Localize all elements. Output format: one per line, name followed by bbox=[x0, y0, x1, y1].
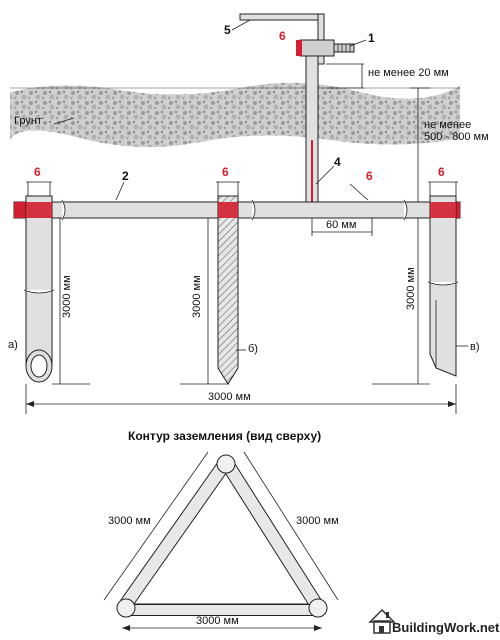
label-part5: 5 bbox=[224, 23, 231, 37]
label-rod-c-length: 3000 мм bbox=[405, 267, 417, 310]
weld-label-rod-c: 6 bbox=[438, 165, 445, 179]
label-part4: 4 bbox=[334, 155, 341, 169]
label-variant-a: а) bbox=[8, 339, 18, 351]
weld-label-bolt: 6 bbox=[279, 29, 286, 43]
house-icon bbox=[368, 608, 396, 634]
dim-tri-right bbox=[243, 451, 339, 601]
label-variant-b: б) bbox=[248, 343, 258, 355]
label-soil: Грунт bbox=[14, 115, 42, 127]
leader-part1 bbox=[349, 39, 367, 47]
weld-label-strip: 6 bbox=[366, 169, 373, 183]
label-variant-c: в) bbox=[470, 341, 480, 353]
label-min20: не менее 20 мм bbox=[368, 67, 449, 79]
rod-b-angle bbox=[217, 195, 239, 385]
label-tri-bottom: 3000 мм bbox=[196, 615, 239, 627]
weld-label-rod-b: 6 bbox=[222, 165, 229, 179]
bolt-assembly bbox=[296, 39, 355, 57]
label-tri-left: 3000 мм bbox=[108, 515, 151, 527]
triangle-contour bbox=[116, 454, 328, 618]
leader-part4 bbox=[315, 165, 335, 185]
leader-part2 bbox=[115, 181, 125, 201]
rod-c-pipe bbox=[427, 195, 459, 377]
dim-tri-left bbox=[103, 451, 209, 601]
soil-band bbox=[10, 82, 460, 148]
label-tri-right: 3000 мм bbox=[296, 515, 339, 527]
weld-label-rod-a: 6 bbox=[34, 165, 41, 179]
label-strip60: 60 мм bbox=[326, 219, 356, 231]
label-min-depth-2: 500 - 800 мм bbox=[424, 131, 489, 143]
label-span: 3000 мм bbox=[208, 391, 251, 403]
label-part2: 2 bbox=[122, 169, 129, 183]
label-rod-a-length: 3000 мм bbox=[61, 275, 73, 318]
label-rod-b-length: 3000 мм bbox=[191, 275, 203, 318]
leader-part5 bbox=[231, 19, 251, 31]
part5-bus bbox=[239, 13, 325, 65]
leader-soil bbox=[53, 117, 75, 125]
top-view-title: Контур заземления (вид сверху) bbox=[128, 429, 321, 443]
weld-leader-strip bbox=[349, 183, 369, 201]
label-part1: 1 bbox=[368, 31, 375, 45]
rod-a-pipe bbox=[23, 195, 55, 383]
brand-text: BuildingWork.net bbox=[392, 620, 500, 635]
brand-logo[interactable]: BuildingWork.net bbox=[368, 608, 500, 635]
label-min-depth-1: не менее bbox=[424, 119, 471, 131]
